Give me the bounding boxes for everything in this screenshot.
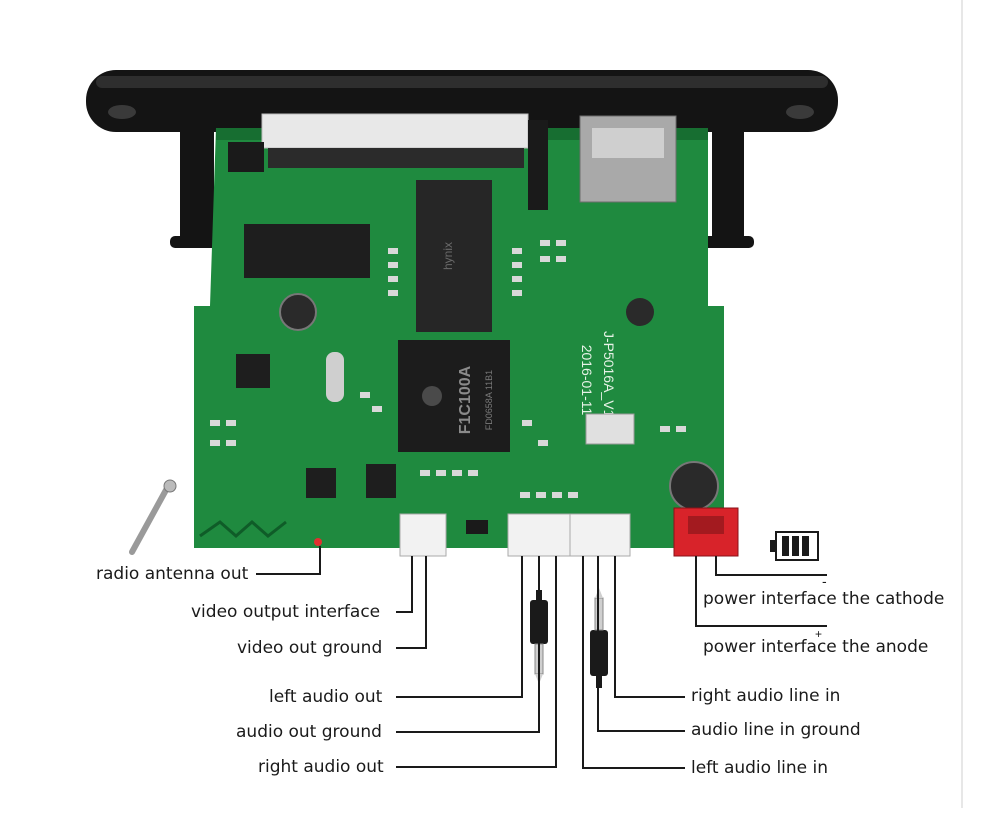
leader-video-ground <box>396 556 427 649</box>
leader-left-audio-out <box>396 556 523 698</box>
leader-audio-line-in-ground <box>597 556 685 732</box>
label-power-anode: power interface the anode <box>703 637 929 657</box>
leader-power-cathode <box>715 556 827 576</box>
label-power-cathode: power interface the cathode <box>703 589 945 609</box>
power-connector <box>673 507 739 557</box>
board-model-text: J-P5016A_V1.0 <box>601 331 617 429</box>
audio-out-connector <box>507 513 571 557</box>
white-connectors <box>399 513 631 557</box>
label-video-out-ground: video out ground <box>237 638 383 658</box>
label-left-audio-line-in: left audio line in <box>691 758 829 778</box>
leader-right-audio-out <box>396 556 557 768</box>
soc-name-text: F1C100A <box>457 365 474 434</box>
label-left-audio-out: left audio out <box>269 687 383 707</box>
board-date-text: 2016-01-11 <box>579 345 595 416</box>
soc-code-text: FD0658A 11B1 <box>484 370 494 430</box>
leader-right-audio-line-in <box>614 556 685 698</box>
antenna-pad <box>314 538 322 546</box>
leader-radio-antenna <box>256 546 321 575</box>
pcb-board: hynix F1C100A FD0658A 11B1 J-P5016A_V1.0… <box>194 113 724 548</box>
label-right-audio-line-in: right audio line in <box>691 686 841 706</box>
video-connector <box>399 513 447 557</box>
antenna-pin-icon <box>129 479 177 555</box>
leader-lines <box>256 546 827 769</box>
label-audio-out-ground: audio out ground <box>236 722 382 742</box>
audio-line-in-connector <box>569 513 631 557</box>
flash-chip-text: hynix <box>441 242 455 270</box>
leader-power-anode <box>695 556 827 627</box>
leader-left-audio-line-in <box>582 556 685 769</box>
plus-sign: + <box>815 627 822 641</box>
label-video-output-interface: video output interface <box>191 602 381 622</box>
label-right-audio-out: right audio out <box>258 757 384 777</box>
minus-sign: - <box>822 573 827 589</box>
leader-video-output <box>396 556 413 613</box>
label-radio-antenna-out: radio antenna out <box>96 564 249 584</box>
battery-icon <box>770 531 819 561</box>
leader-audio-out-ground <box>396 556 540 733</box>
label-audio-line-in-ground: audio line in ground <box>691 720 861 740</box>
